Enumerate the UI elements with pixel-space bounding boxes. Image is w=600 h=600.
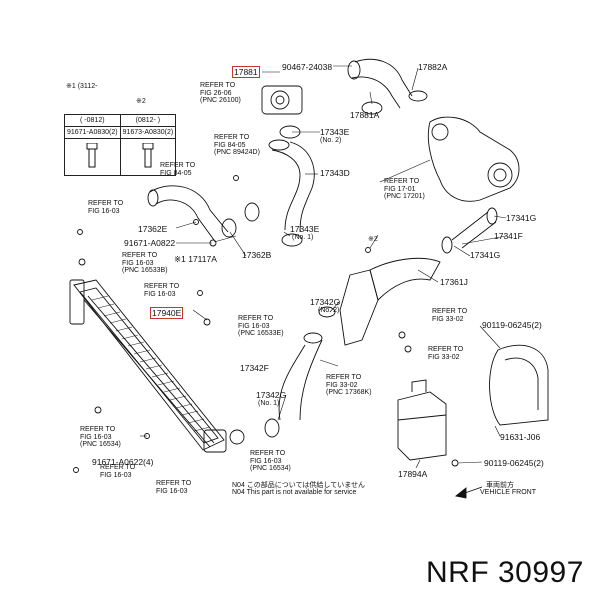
hose-17342f xyxy=(264,306,336,438)
part-17361j[interactable]: 17361J xyxy=(440,277,468,287)
table-col1-part: 91671-A0830(2) xyxy=(64,126,121,139)
part-17881[interactable]: 17881 xyxy=(232,66,260,78)
turbocharger-drawing xyxy=(427,116,520,202)
ref-fig-33-02-a[interactable]: REFER TO FIG 33-02 xyxy=(432,308,468,323)
table-col1-header: ( -0812) xyxy=(64,114,121,127)
part-17343e-no1-note: (No. 1) xyxy=(292,234,314,241)
ref-fig-17-01[interactable]: REFER TO FIG 17-01 (PNC 17201) xyxy=(384,178,425,201)
leader-lines xyxy=(140,65,507,469)
ref-fig-33-02-b[interactable]: REFER TO FIG 33-02 xyxy=(428,346,464,361)
part-90119-06245-b[interactable]: 90119-06245(2) xyxy=(484,458,544,468)
part-17362e[interactable]: 17362E xyxy=(138,224,168,234)
part-91671-a0822[interactable]: 91671-A0822 xyxy=(124,238,176,248)
note-mark-3: ※2 xyxy=(368,236,378,243)
part-17342g-no2-note: (No. 2) xyxy=(318,307,340,314)
vehicle-front-japanese: 車両前方 xyxy=(486,482,514,489)
brand-part-number: NRF 30997 xyxy=(426,556,584,589)
intercooler-pipe-right xyxy=(339,207,498,346)
vehicle-front-arrow xyxy=(454,486,483,499)
charge-pipe-left xyxy=(147,185,260,241)
note-mark-1: ※1 (3112- xyxy=(66,83,98,90)
ref-fig-16-03-a[interactable]: REFER TO FIG 16-03 xyxy=(88,200,124,215)
part-17881a[interactable]: 17881A xyxy=(350,110,380,120)
table-col2-part: 91673-A0830(2) xyxy=(119,126,177,139)
ref-fig-16-03-d[interactable]: REFER TO FIG 16-03 (PNC 16533E) xyxy=(238,315,284,338)
ref-fig-33-02-c[interactable]: REFER TO FIG 33-02 (PNC 17368K) xyxy=(326,374,372,397)
throttle-body-drawing xyxy=(261,85,303,115)
fasteners xyxy=(73,175,459,473)
table-col2-header: (0812- ) xyxy=(119,114,177,127)
ref-fig-16-03-b[interactable]: REFER TO FIG 16-03 (PNC 16533B) xyxy=(122,252,168,275)
ref-fig-16-03-e[interactable]: REFER TO FIG 16-03 (PNC 16534) xyxy=(80,426,121,449)
part-17894a[interactable]: 17894A xyxy=(398,469,428,479)
part-17342g-no1[interactable]: 17342G xyxy=(256,390,287,400)
ref-fig-26-06[interactable]: REFER TO FIG 26-06 (PNC 26100) xyxy=(200,82,241,105)
radiator-drawing xyxy=(69,279,245,453)
ref-fig-16-03-c[interactable]: REFER TO FIG 16-03 xyxy=(144,283,180,298)
hose-17343d xyxy=(268,125,315,247)
part-90467-24038[interactable]: 90467-24038 xyxy=(282,62,333,72)
note-mark-2: ※2 xyxy=(136,98,146,105)
bracket-right xyxy=(489,344,549,426)
ref-fig-84-05-a[interactable]: REFER TO FIG 84-05 (PNC 89424D) xyxy=(214,134,260,157)
reservoir-tank-drawing xyxy=(397,379,447,461)
part-17341f[interactable]: 17341F xyxy=(494,231,523,241)
part-17882a[interactable]: 17882A xyxy=(418,62,448,72)
part-90119-06245-a[interactable]: 90119-06245(2) xyxy=(482,320,542,330)
vehicle-front-english: VEHICLE FRONT xyxy=(480,489,537,496)
part-17343e-no1[interactable]: 17343E xyxy=(290,224,320,234)
part-17343e-no2[interactable]: 17343E xyxy=(320,127,350,137)
part-17940e[interactable]: 17940E xyxy=(150,307,184,319)
ref-fig-84-05-b[interactable]: REFER TO FIG 84-05 xyxy=(160,162,196,177)
part-17117a[interactable]: ※1 17117A xyxy=(174,254,217,264)
table-col2-bolt-icon xyxy=(119,138,177,176)
part-17342g-no1-note: (No. 1) xyxy=(258,400,280,407)
table-col1-bolt-icon xyxy=(64,138,121,176)
ref-fig-16-03-h[interactable]: REFER TO FIG 16-03 xyxy=(156,480,192,495)
note-n04-japanese: N04 この部品については供給していません xyxy=(232,482,366,489)
part-17362b[interactable]: 17362B xyxy=(242,250,272,260)
part-91671-a0622[interactable]: 91671-A0622(4) xyxy=(92,457,154,467)
part-17341g-1[interactable]: 17341G xyxy=(506,213,537,223)
fastener-table: ( -0812) (0812- ) 91671-A0830(2) 91673-A… xyxy=(64,114,177,176)
part-17343e-no2-note: (No. 2) xyxy=(320,137,342,144)
note-n04-english: N04 This part is not available for servi… xyxy=(232,489,357,496)
ref-fig-16-03-g[interactable]: REFER TO FIG 16-03 (PNC 16534) xyxy=(250,450,291,473)
part-17341g-2[interactable]: 17341G xyxy=(470,250,501,260)
air-inlet-hose xyxy=(347,58,428,115)
part-17343d[interactable]: 17343D xyxy=(320,168,350,178)
part-91631[interactable]: 91631-J06 xyxy=(500,432,541,442)
part-17342f[interactable]: 17342F xyxy=(240,363,269,373)
ref-fig-16-03-f[interactable]: REFER TO FIG 16-03 xyxy=(100,464,136,479)
part-17342g-no2[interactable]: 17342G xyxy=(310,297,341,307)
